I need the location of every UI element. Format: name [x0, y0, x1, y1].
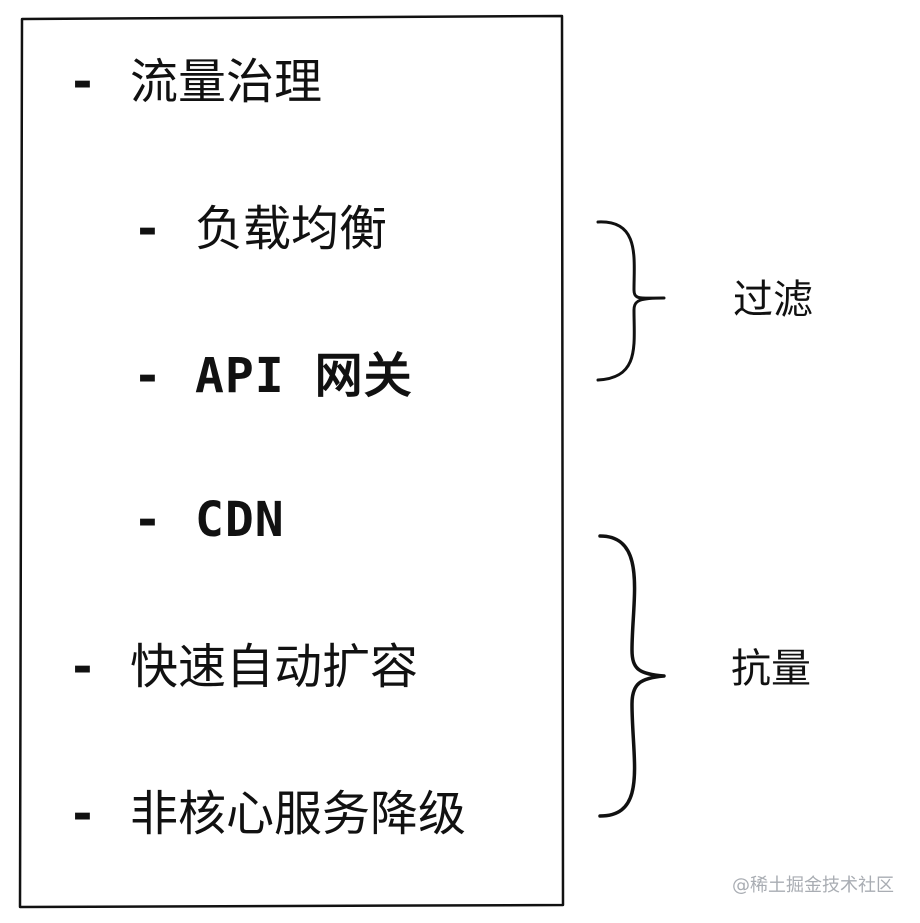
list-item-service-degradation: -非核心服务降级	[68, 790, 466, 838]
group-label-filter: 过滤	[733, 277, 813, 323]
list-item-auto-scaling: -快速自动扩容	[68, 643, 418, 691]
list-item-label: CDN	[195, 492, 285, 548]
brace-capacity	[598, 534, 666, 818]
group-label-capacity: 抗量	[731, 646, 811, 692]
list-bullet: -	[133, 201, 162, 257]
list-bullet: -	[133, 348, 162, 404]
list-bullet: -	[133, 492, 162, 548]
list-item-label: 非核心服务降级	[130, 786, 467, 842]
list-bullet: -	[68, 54, 97, 110]
list-item-label: API 网关	[195, 348, 413, 404]
list-bullet: -	[68, 786, 97, 842]
list-bullet: -	[68, 639, 97, 695]
list-item-label: 负载均衡	[195, 201, 388, 257]
watermark: @稀土掘金技术社区	[732, 875, 894, 896]
list-item-label: 快速自动扩容	[130, 639, 419, 695]
list-item-traffic-governance: -流量治理	[68, 58, 322, 106]
brace-filter	[596, 220, 666, 382]
list-item-cdn: -CDN	[133, 496, 285, 544]
list-item-label: 流量治理	[130, 54, 323, 110]
list-frame	[18, 14, 565, 909]
list-item-api-gateway: -API 网关	[133, 352, 413, 400]
list-item-load-balancing: -负载均衡	[133, 205, 387, 253]
